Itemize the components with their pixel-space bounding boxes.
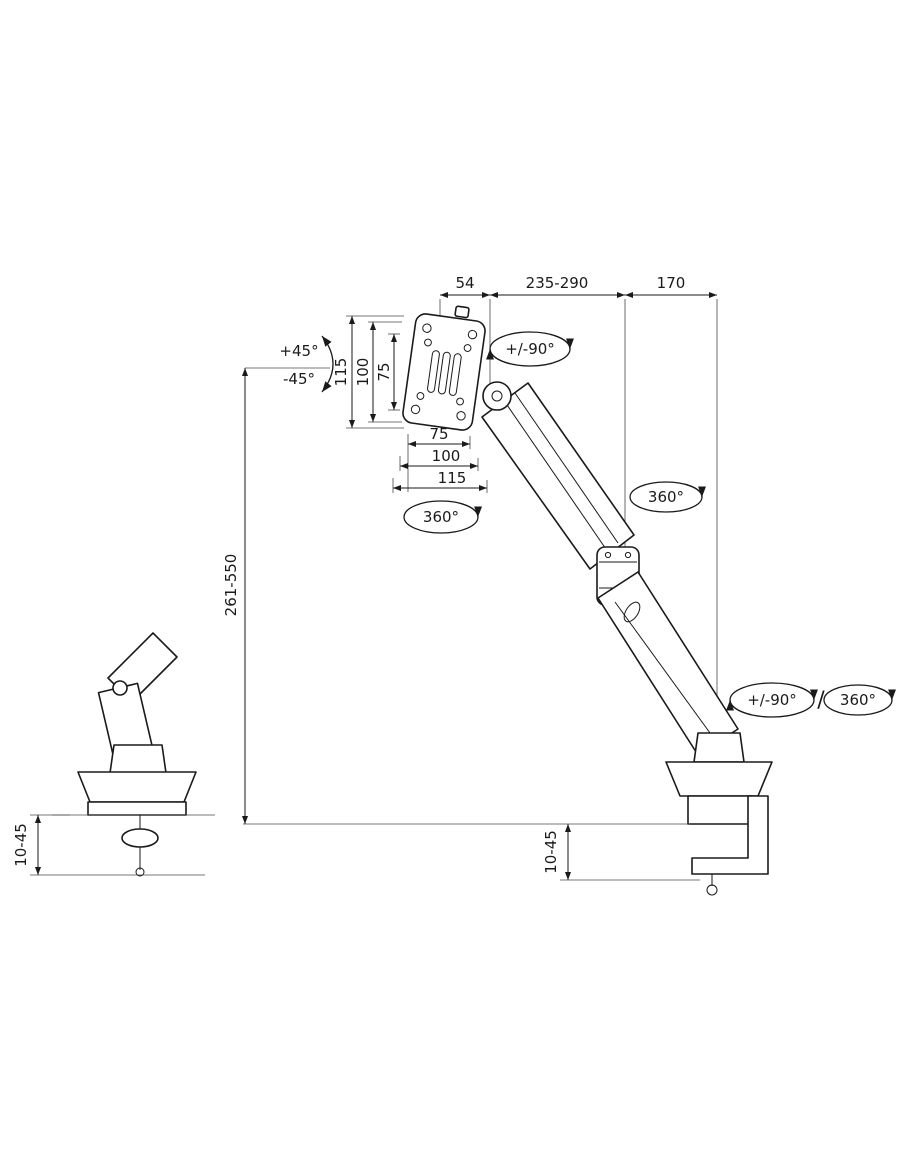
- vesa-width-100-label: 100: [432, 447, 461, 465]
- vesa-100-label: 100: [354, 358, 372, 387]
- tilt-arc-arrow: [321, 335, 334, 393]
- vesa-rotation-label: 360°: [423, 508, 459, 526]
- dim-170-label: 170: [657, 274, 686, 292]
- base-swivel-label: +/-90°: [747, 691, 797, 709]
- clamp-dimension-main: 10-45: [542, 824, 700, 881]
- base-column: [693, 732, 745, 763]
- vesa-vertical-dimensions: 115 100 75: [332, 315, 404, 429]
- height-dimension: 261-550: [222, 367, 330, 824]
- vesa-width-75-label: 75: [429, 425, 448, 443]
- vesa-115-label: 115: [332, 358, 350, 387]
- height-range-label: 261-550: [222, 554, 240, 617]
- side-screw-tip: [135, 867, 145, 877]
- side-base-column: [109, 744, 167, 774]
- clamp-range-side-label: 10-45: [12, 823, 30, 867]
- vesa-rotation-annotation: 360°: [403, 500, 483, 534]
- separator-slash: /: [817, 688, 825, 713]
- side-base-plate: [77, 771, 197, 803]
- side-arm-joint: [112, 680, 128, 696]
- clamp-screw-knob: [706, 884, 718, 896]
- clamp-dimension-side: 10-45: [12, 814, 70, 876]
- plate-slot: [437, 351, 451, 395]
- tilt-annotation: +45° -45°: [279, 335, 334, 393]
- vesa-horizontal-dimensions: 75 100 115: [392, 425, 488, 493]
- lower-arm: [597, 571, 739, 756]
- plate-slot: [427, 350, 440, 393]
- head-swivel-annotation: +/-90°: [486, 331, 574, 367]
- head-swivel-label: +/-90°: [505, 340, 555, 358]
- dim-235-290-label: 235-290: [526, 274, 589, 292]
- plate-slot: [448, 353, 462, 396]
- upper-arm: [481, 381, 635, 570]
- upper-arm-joint: [482, 381, 512, 411]
- mid-rotation-label: 360°: [648, 488, 684, 506]
- plate-top-screw: [454, 305, 470, 319]
- dim-54-label: 54: [455, 274, 474, 292]
- mid-rotation-annotation: 360°: [629, 481, 706, 513]
- clamp-bracket: [691, 795, 769, 875]
- vesa-75-label: 75: [375, 362, 393, 381]
- base-rotation-annotations: +/-90° / 360°: [726, 682, 896, 718]
- side-clamp-top: [87, 801, 187, 816]
- top-dimension-chain: 54 235-290 170: [439, 274, 718, 733]
- desk-clamp-base: [665, 732, 773, 896]
- clamp-range-main-label: 10-45: [542, 830, 560, 874]
- vesa-width-115-label: 115: [438, 469, 467, 487]
- clamp-top-jaw: [687, 795, 753, 825]
- base-plate: [665, 761, 773, 797]
- vesa-plate: [402, 305, 486, 431]
- tilt-up-label: +45°: [279, 342, 318, 360]
- side-screw-ring: [121, 828, 159, 848]
- tilt-down-label: -45°: [283, 370, 315, 388]
- base-rotation-label: 360°: [840, 691, 876, 709]
- side-view-clamp: [52, 632, 215, 877]
